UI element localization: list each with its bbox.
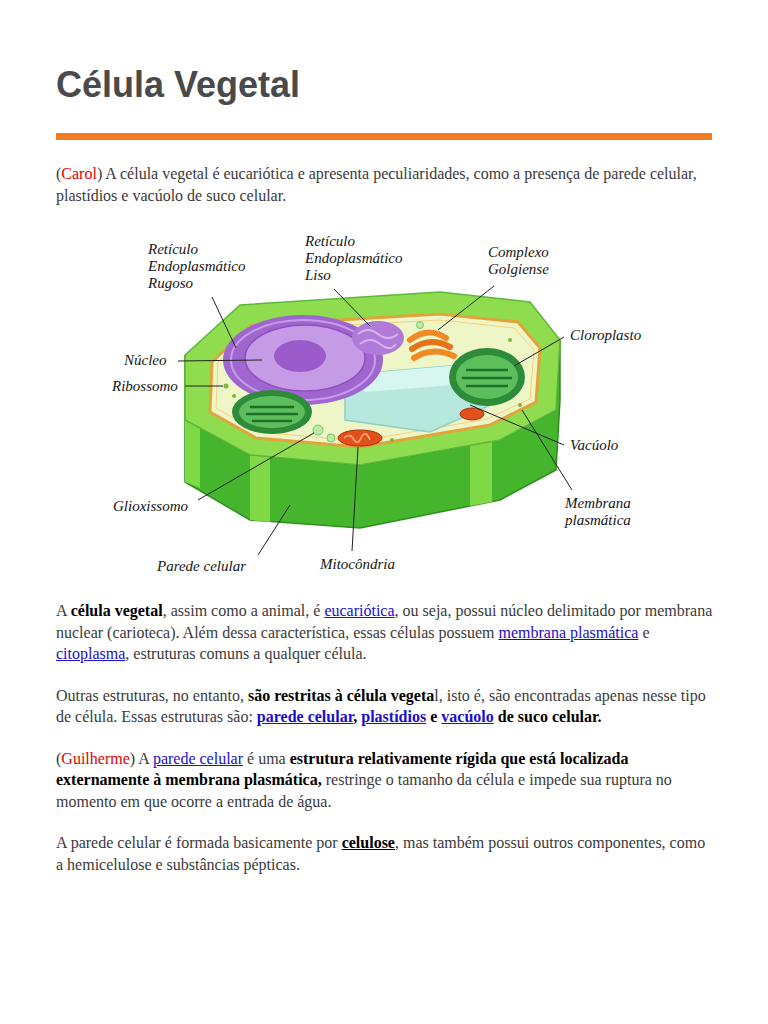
body-text: A xyxy=(56,602,71,619)
mitochondrion-body xyxy=(338,430,382,446)
part-label: Glioxissomo xyxy=(113,498,188,515)
link-text: parede celular xyxy=(153,750,243,767)
part-label: Retículo Endoplasmático Liso xyxy=(305,233,417,284)
body-text: A parede celular é formada basicamente p… xyxy=(56,834,342,851)
smooth-er xyxy=(352,321,404,355)
leader-line xyxy=(212,297,236,348)
leader-line xyxy=(185,386,223,387)
paragraph: A célula vegetal, assim como a animal, é… xyxy=(56,600,714,665)
body-text: , estruturas comuns a qualquer célula. xyxy=(125,645,366,662)
part-label: Retículo Endoplasmático Rugoso xyxy=(148,241,260,292)
nucleus-body xyxy=(245,325,365,391)
chloroplast-stroma xyxy=(456,355,518,399)
glyoxysome-dot xyxy=(313,425,323,435)
author-name: Carol xyxy=(61,165,97,182)
leader-line xyxy=(514,337,564,366)
bold-text: célula vegetal xyxy=(71,602,163,619)
golgi-cisterna xyxy=(414,351,454,358)
chloroplast-body xyxy=(449,348,525,406)
orange-rule xyxy=(56,133,712,140)
ribosome-dot xyxy=(232,394,236,398)
glyoxysome-dot xyxy=(327,434,335,442)
chloroplast xyxy=(449,348,525,406)
part-label: Complexo Golgiense xyxy=(488,244,580,278)
wall-notch xyxy=(470,441,492,506)
body-text: ) A célula vegetal é eucariótica e apres… xyxy=(56,165,697,204)
part-label: Mitocôndria xyxy=(320,556,395,573)
author-name: Guilherme xyxy=(61,750,129,767)
paragraph: A parede celular é formada basicamente p… xyxy=(56,832,714,875)
mitochondrion xyxy=(338,408,484,446)
paragraph: (Guilherme) A parede celular é uma estru… xyxy=(56,748,714,813)
bold-text: são restritas à célula vegeta xyxy=(248,687,434,704)
smooth-er-body xyxy=(352,321,404,355)
bold-text: e xyxy=(426,708,441,725)
paragraph: (Carol) A célula vegetal é eucariótica e… xyxy=(56,163,714,206)
link-text: eucariótica xyxy=(324,602,394,619)
leader-lines xyxy=(178,286,572,555)
link-text: plastídios xyxy=(361,708,426,725)
link-text: parede celular xyxy=(257,708,353,725)
chloroplast-body xyxy=(232,390,312,434)
leader-line xyxy=(198,433,314,500)
ribosome-dot xyxy=(518,403,522,407)
cell-wall xyxy=(185,292,560,528)
bold-text: de suco celular. xyxy=(494,708,602,725)
link-text: vacúolo xyxy=(441,708,493,725)
part-label: Núcleo xyxy=(124,352,167,369)
body-text: é uma xyxy=(243,750,290,767)
body-text: ( xyxy=(56,165,61,182)
part-label: Membrana plasmática xyxy=(565,495,657,529)
page-title: Célula Vegetal xyxy=(56,62,300,108)
golgi xyxy=(410,332,454,358)
link-text: citoplasma xyxy=(56,645,125,662)
wall-notch xyxy=(250,455,270,522)
leader-line xyxy=(334,289,370,326)
body-text: e xyxy=(638,624,649,641)
leader-line xyxy=(470,405,564,445)
glyoxysome xyxy=(313,322,424,443)
part-label: Vacúolo xyxy=(570,437,618,454)
bold-text: , xyxy=(353,708,361,725)
bold-text: celulose xyxy=(342,834,395,851)
leader-line xyxy=(438,286,494,330)
membrane-inner xyxy=(216,320,534,441)
paragraph: Outras estruturas, no entanto, são restr… xyxy=(56,685,714,728)
cytoplasm xyxy=(210,314,540,447)
golgi-cisterna xyxy=(410,332,446,340)
leader-line xyxy=(522,410,572,490)
thylakoid xyxy=(246,407,298,421)
ribosome-dot xyxy=(508,338,512,342)
body-text: ) A xyxy=(130,750,153,767)
chloroplast-stroma xyxy=(239,396,305,428)
cristae xyxy=(344,434,370,443)
smooth-er-fold xyxy=(358,330,398,348)
leader-line xyxy=(178,360,262,361)
glyoxysome-dot xyxy=(417,322,424,329)
nucleolus xyxy=(274,340,326,372)
part-label: Parede celular xyxy=(157,558,246,575)
thylakoid xyxy=(462,370,512,386)
wall-top xyxy=(185,292,560,465)
part-label: Ribossomo xyxy=(112,378,178,395)
body-text: ( xyxy=(56,750,61,767)
ribosome-dot xyxy=(390,438,394,442)
ribosome-dot xyxy=(224,384,229,389)
part-label: Cloroplasto xyxy=(570,327,641,344)
leader-line xyxy=(258,505,290,555)
leader-line xyxy=(352,447,358,551)
body-text: Outras estruturas, no entanto, xyxy=(56,687,248,704)
ribosomes xyxy=(224,338,523,442)
link-text: membrana plasmática xyxy=(498,624,638,641)
golgi-cisterna xyxy=(412,342,450,349)
body-text: , assim como a animal, é xyxy=(163,602,325,619)
chloroplast xyxy=(232,390,312,434)
